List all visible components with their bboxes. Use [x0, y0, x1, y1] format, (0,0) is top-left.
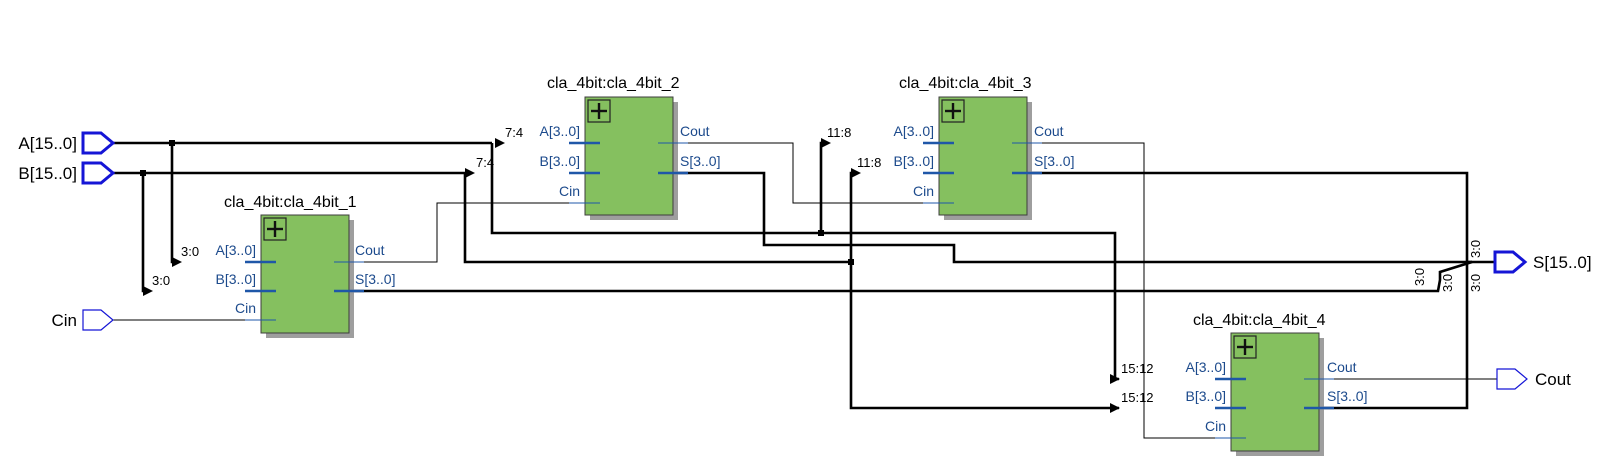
bitlabel-s-b3: 3:0 [1468, 240, 1483, 258]
io-pins: A[15..0] B[15..0] Cin S[15..0] Cout [18, 131, 1592, 390]
port-cout: Cout [355, 242, 385, 258]
bitlabel-b4-a: 15:12 [1121, 361, 1154, 376]
plus-box-icon[interactable] [1233, 335, 1257, 359]
port-a: A[3..0] [216, 242, 256, 258]
arrowhead [172, 257, 182, 267]
port-cout: Cout [680, 123, 710, 139]
bit-labels: 3:0 3:0 7:4 7:4 11:8 11:8 15:12 15:12 3:… [152, 125, 1483, 405]
bitlabel-b2-b: 7:4 [476, 155, 494, 170]
wire-b-to-block4[interactable] [849, 262, 1119, 410]
port-cin: Cin [913, 183, 934, 199]
arrowhead [851, 168, 861, 178]
block-title: cla_4bit:cla_4bit_1 [224, 194, 357, 211]
junction-dot [818, 230, 824, 236]
wire-carry-2-3[interactable] [660, 142, 942, 204]
plus-box-icon[interactable] [263, 217, 287, 241]
arrowhead [143, 286, 153, 296]
bitlabel-s-b4: 3:0 [1468, 274, 1483, 292]
wire-s-block4[interactable] [1309, 262, 1469, 410]
wire-carry-3-4[interactable] [1010, 142, 1245, 439]
plus-box-icon[interactable] [587, 99, 611, 123]
wire-s-block1[interactable] [335, 260, 1473, 293]
wires [113, 138, 1497, 439]
signal-pin-icon [1496, 368, 1528, 390]
bitlabel-s-b1: 3:0 [1412, 268, 1427, 286]
port-a: A[3..0] [1186, 359, 1226, 375]
wire-a-to-block3[interactable] [819, 141, 825, 233]
wire-s-block2[interactable] [660, 171, 1472, 264]
port-b: B[3..0] [216, 271, 256, 287]
bitlabel-b1-b: 3:0 [152, 273, 170, 288]
plus-box-icon[interactable] [941, 99, 965, 123]
cla-block-4[interactable]: cla_4bit:cla_4bit_4 A[3..0] B[3..0] Cin … [1186, 312, 1368, 456]
port-cin: Cin [559, 183, 580, 199]
port-s: S[3..0] [1034, 153, 1074, 169]
bitlabel-b3-b: 11:8 [857, 155, 881, 170]
wire-carry-1-2[interactable] [335, 202, 593, 263]
port-a: A[3..0] [894, 123, 934, 139]
cla-block-3[interactable]: cla_4bit:cla_4bit_3 A[3..0] B[3..0] Cin … [894, 75, 1075, 220]
port-s: S[3..0] [1327, 388, 1367, 404]
port-b: B[3..0] [894, 153, 934, 169]
port-cout: Cout [1327, 359, 1357, 375]
port-cin: Cin [235, 300, 256, 316]
arrowhead [1110, 374, 1120, 384]
arrowhead [495, 138, 505, 148]
port-s: S[3..0] [355, 271, 395, 287]
port-cin: Cin [1205, 418, 1226, 434]
bitlabel-b4-b: 15:12 [1121, 390, 1154, 405]
wire-b-to-block1[interactable] [141, 173, 149, 293]
bitlabel-b3-a: 11:8 [827, 125, 851, 140]
junction-dot [169, 140, 175, 146]
wire-s-block3[interactable] [1010, 171, 1469, 262]
input-cin-label: Cin [51, 311, 77, 330]
block-title: cla_4bit:cla_4bit_3 [899, 75, 1032, 92]
output-s-label: S[15..0] [1533, 253, 1592, 272]
cla-block-2[interactable]: cla_4bit:cla_4bit_2 A[3..0] B[3..0] Cin … [540, 75, 721, 220]
bitlabel-b1-a: 3:0 [181, 244, 199, 259]
bus-pin-icon [81, 131, 116, 155]
arrowhead [821, 138, 831, 148]
block-title: cla_4bit:cla_4bit_2 [547, 75, 680, 92]
bus-pin-icon [1493, 250, 1528, 274]
output-pin-cout[interactable]: Cout [1496, 368, 1571, 390]
junction-dot [140, 170, 146, 176]
arrowhead [1110, 403, 1120, 413]
wire-a-to-block1[interactable] [170, 143, 178, 264]
bitlabel-s-b2: 3:0 [1440, 274, 1455, 292]
bus-pin-icon [81, 161, 116, 185]
input-a-label: A[15..0] [18, 134, 77, 153]
port-a: A[3..0] [540, 123, 580, 139]
input-pin-b[interactable]: B[15..0] [18, 161, 116, 185]
port-cout: Cout [1034, 123, 1064, 139]
cla-block-1[interactable]: cla_4bit:cla_4bit_1 A[3..0] B[3..0] Cin … [216, 194, 396, 338]
output-cout-label: Cout [1535, 370, 1571, 389]
arrowhead [465, 168, 475, 178]
bitlabel-b2-a: 7:4 [505, 125, 523, 140]
input-pin-cin[interactable]: Cin [51, 309, 114, 331]
output-pin-s[interactable]: S[15..0] [1493, 250, 1592, 274]
block-title: cla_4bit:cla_4bit_4 [1193, 312, 1326, 329]
input-b-label: B[15..0] [18, 164, 77, 183]
port-b: B[3..0] [1186, 388, 1226, 404]
port-s: S[3..0] [680, 153, 720, 169]
junction-dot [848, 259, 854, 265]
port-b: B[3..0] [540, 153, 580, 169]
signal-pin-icon [82, 309, 114, 331]
input-pin-a[interactable]: A[15..0] [18, 131, 116, 155]
